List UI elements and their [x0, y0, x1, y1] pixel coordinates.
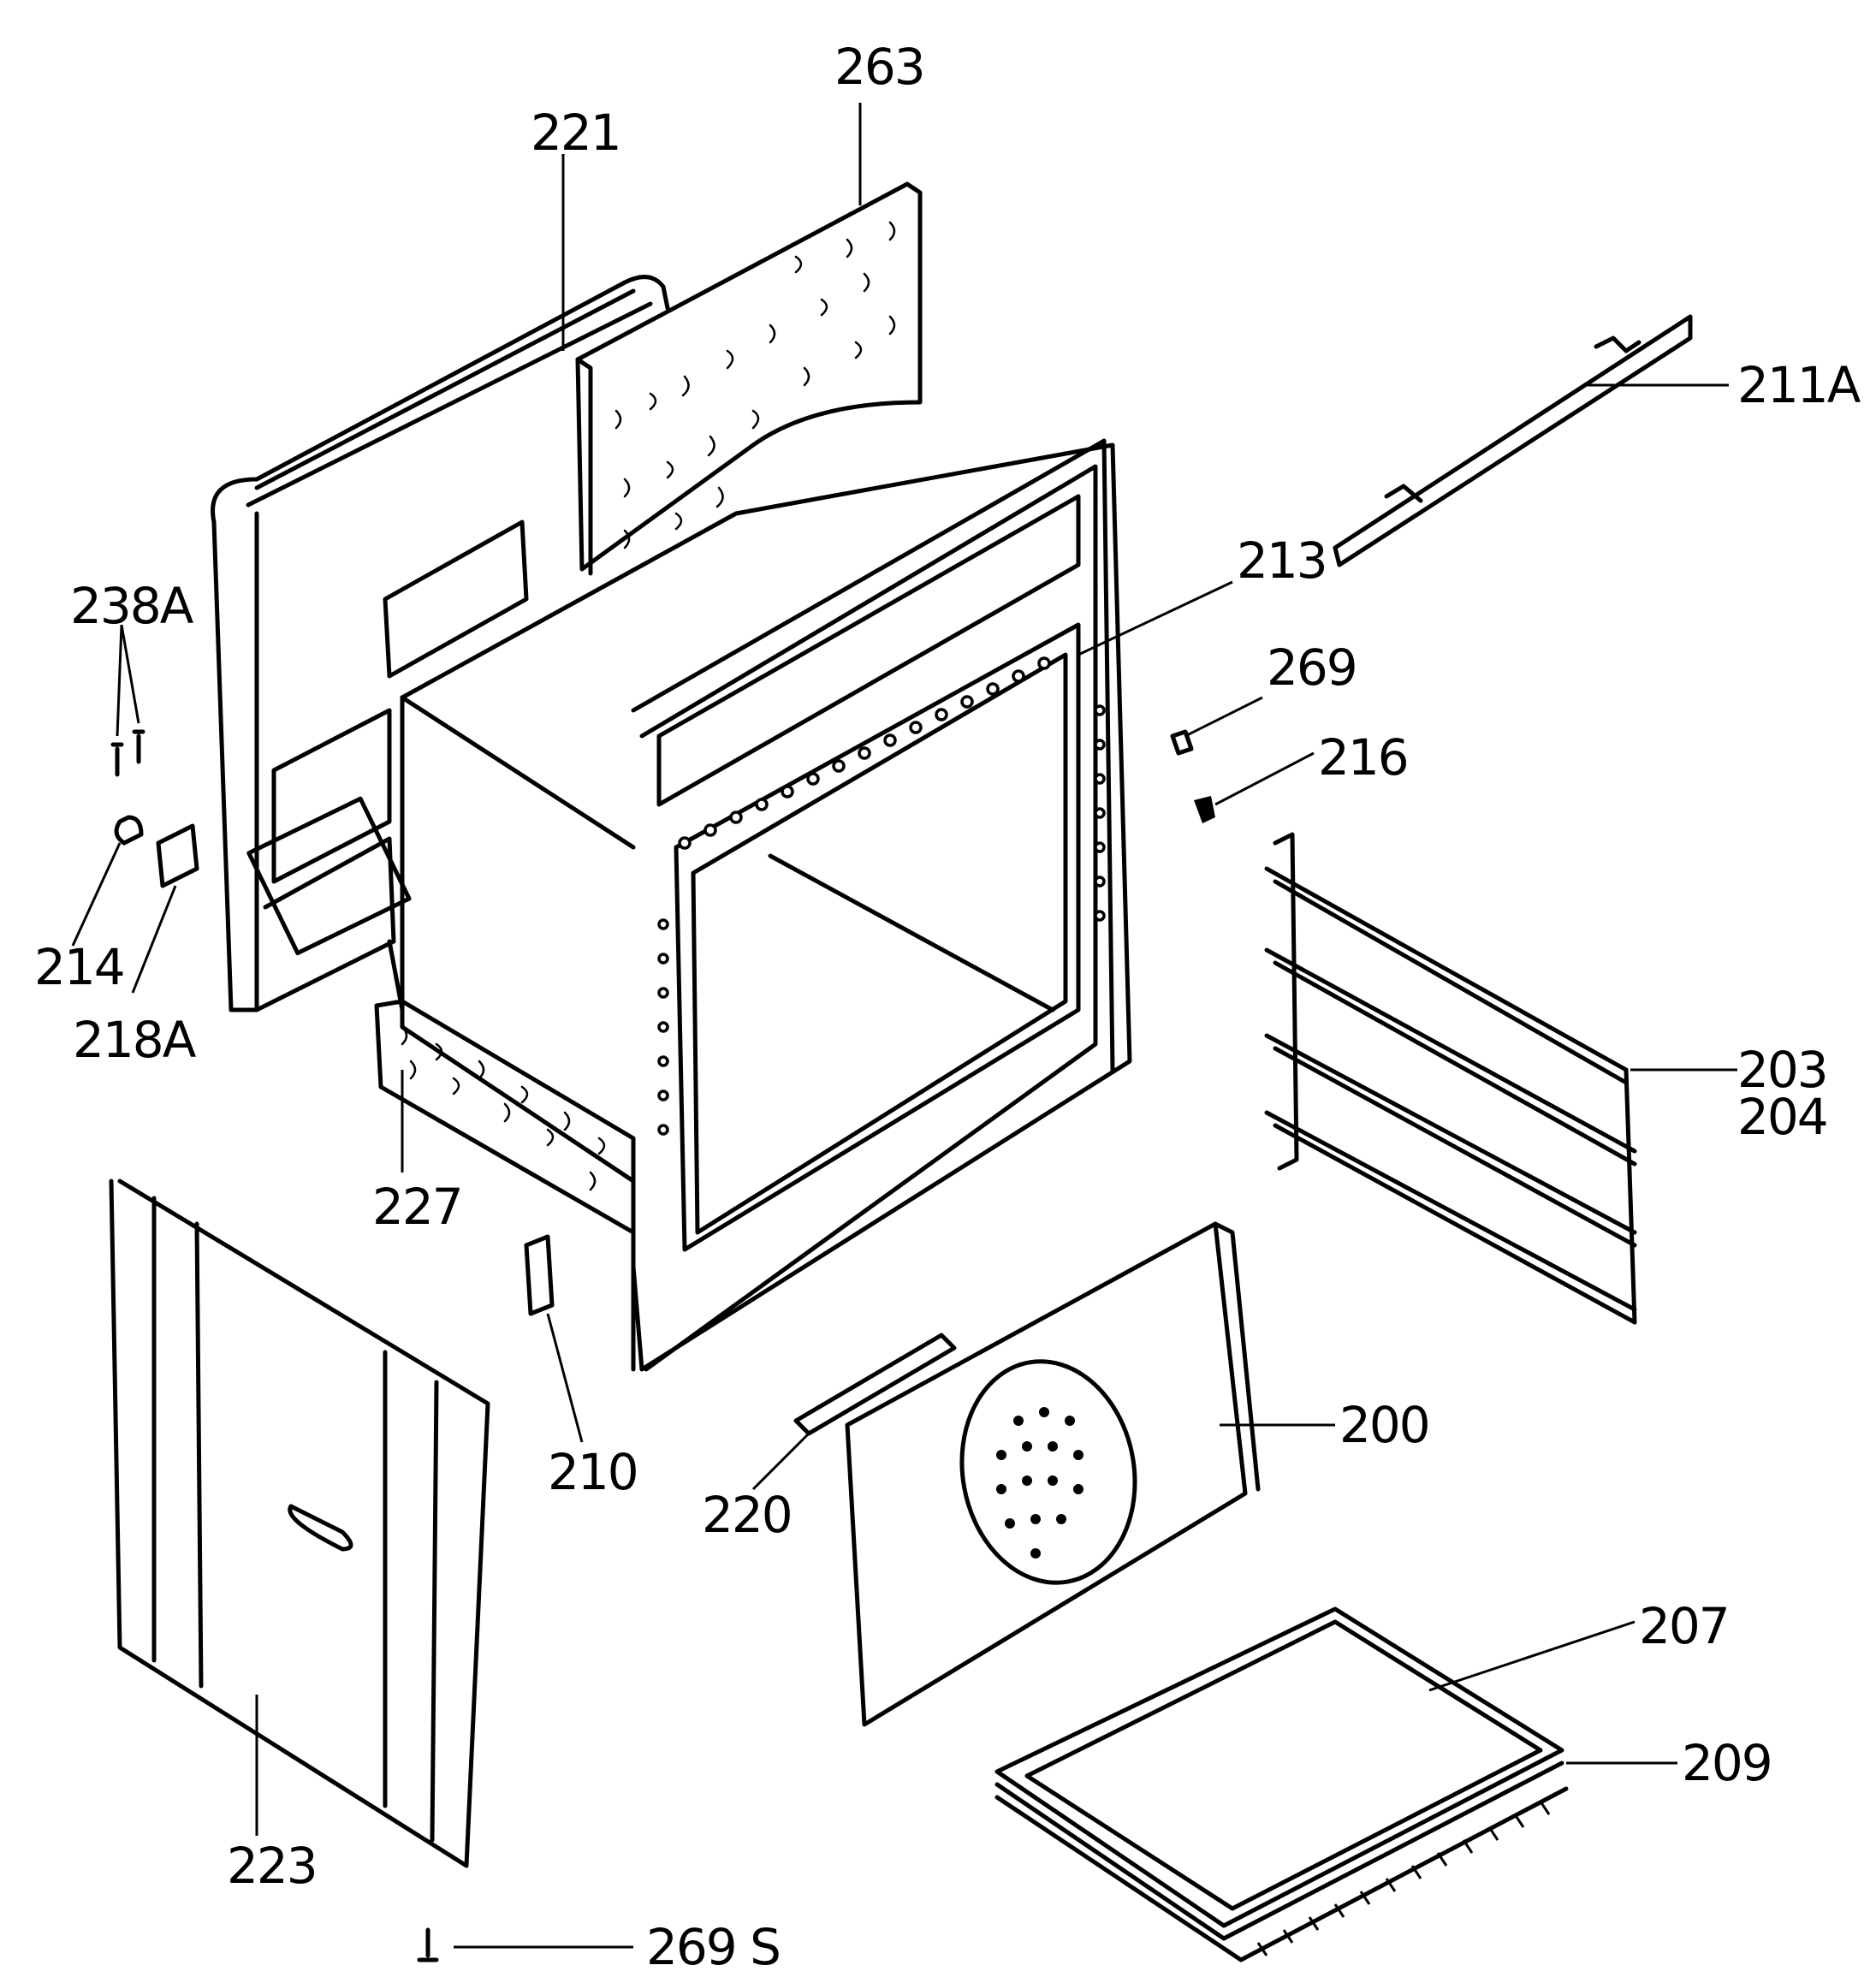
part-220-bracket [793, 1333, 957, 1436]
label-204: 204 [1737, 1088, 1827, 1146]
part-227-bottom-insulation [374, 999, 636, 1235]
label-269: 269 [1267, 638, 1357, 697]
part-269S-screw [417, 1927, 439, 1962]
label-221: 221 [531, 104, 620, 162]
label-223: 223 [227, 1837, 317, 1895]
part-213-oven-cavity [400, 438, 1132, 1372]
leader-lines [71, 103, 1737, 1949]
label-210: 210 [548, 1443, 638, 1501]
label-263: 263 [834, 38, 924, 96]
part-218A-hinge-bracket [156, 823, 199, 888]
label-203: 203 [1737, 1041, 1827, 1099]
cavity-vent-holes [657, 656, 1106, 1136]
part-238A-screws [110, 729, 145, 777]
label-269S: 269 S [646, 1918, 780, 1976]
part-263-rear-insulation [575, 181, 923, 576]
part-210-clip [524, 1234, 555, 1316]
label-213: 213 [1237, 531, 1327, 590]
part-223-side-panel [109, 1179, 490, 1868]
part-209-grid-shelf [994, 1786, 1569, 1962]
part-207-baking-tray [994, 1606, 1564, 1941]
part-269-screw [1170, 729, 1194, 756]
label-207: 207 [1639, 1597, 1729, 1655]
label-200: 200 [1339, 1396, 1429, 1454]
label-218A: 218A [73, 1011, 197, 1069]
label-214: 214 [34, 938, 124, 996]
label-227: 227 [372, 1178, 462, 1236]
label-216: 216 [1318, 728, 1408, 787]
part-216-plug [1194, 796, 1215, 823]
part-211A-top-bracket [1333, 314, 1693, 567]
part-203-204-shelf-rack [1264, 832, 1637, 1325]
part-200-fan-cover [845, 1221, 1261, 1727]
label-211A: 211A [1737, 356, 1861, 414]
label-220: 220 [702, 1486, 792, 1544]
fan-cover-holes [996, 1407, 1083, 1558]
part-221-outer-casing [211, 275, 670, 1012]
label-238A: 238A [70, 577, 194, 635]
label-209: 209 [1682, 1734, 1772, 1792]
part-214-hinge-pin [114, 815, 144, 846]
